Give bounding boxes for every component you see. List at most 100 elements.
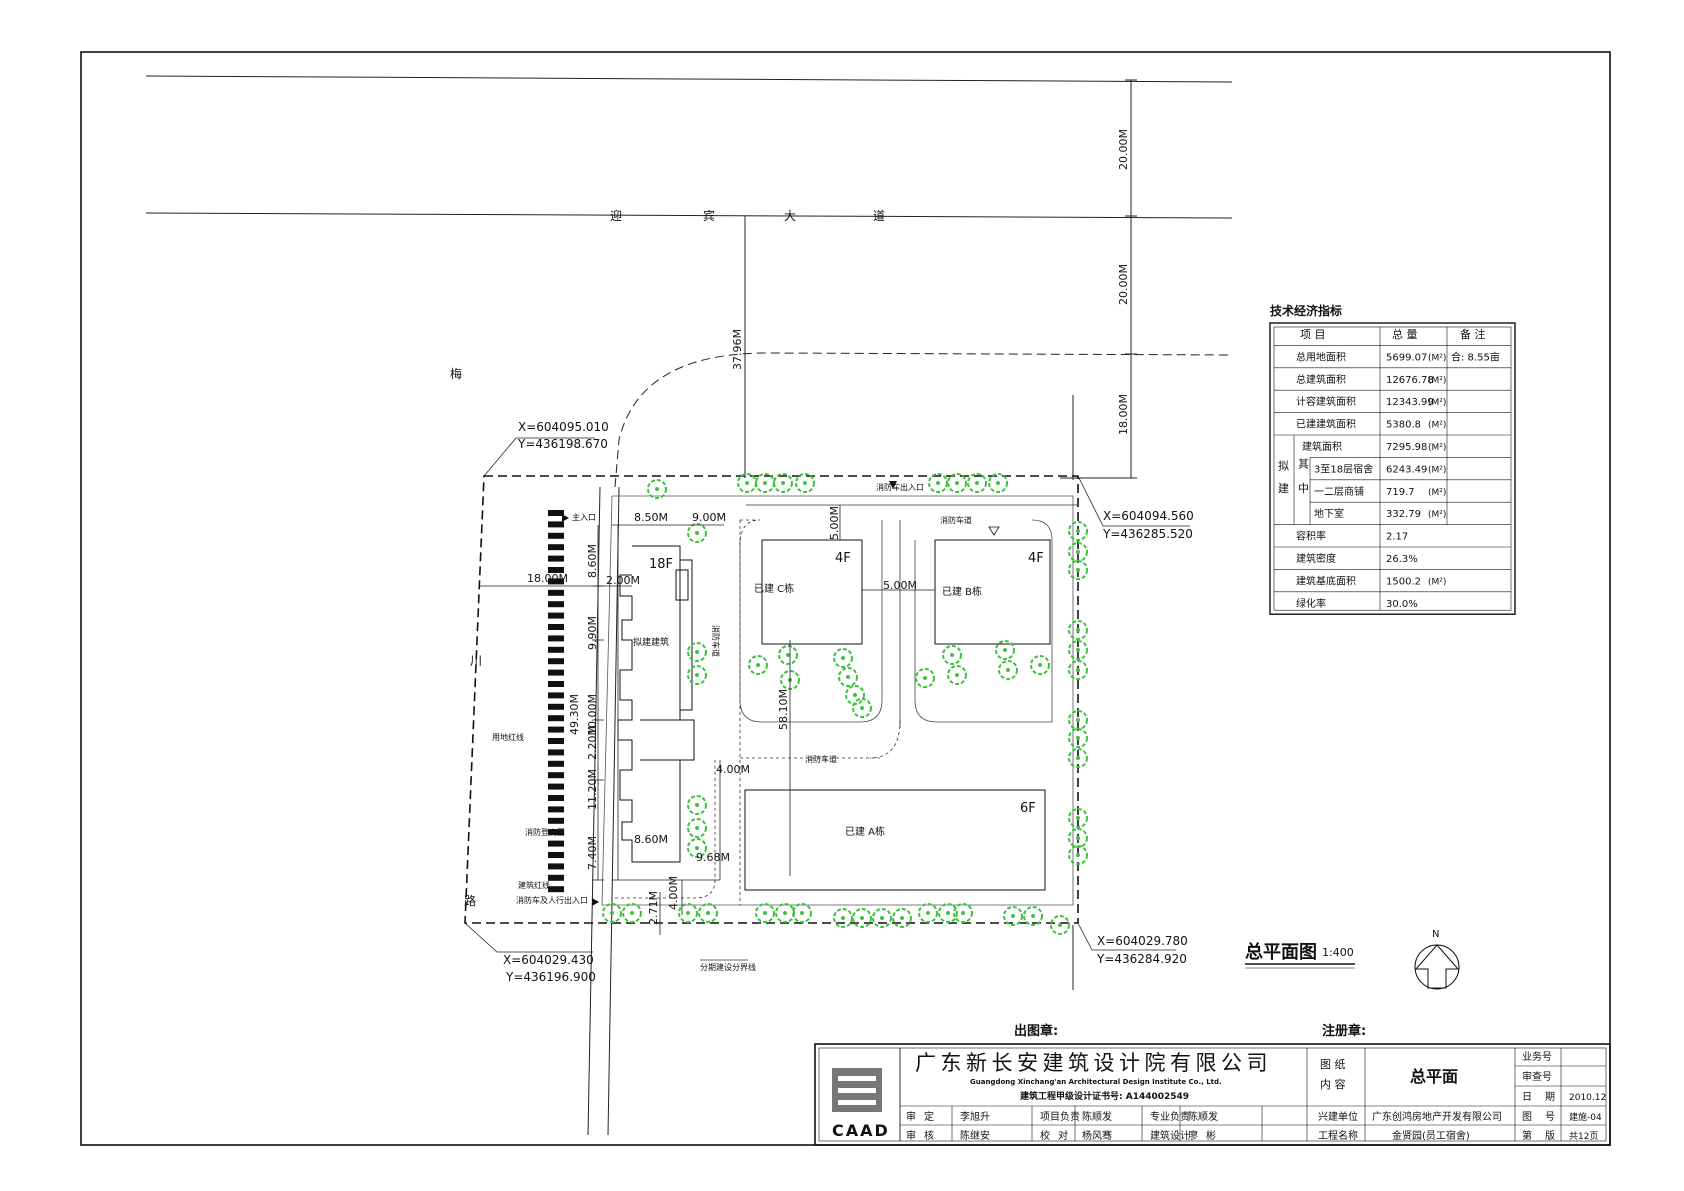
- indicator-group: 中: [1298, 482, 1309, 495]
- svg-text:用地红线: 用地红线: [492, 732, 524, 742]
- svg-text:已建 A栋: 已建 A栋: [845, 825, 885, 838]
- tree-icon: [892, 908, 912, 928]
- sign-row2: 校: [1040, 1129, 1050, 1142]
- indicator-value: 5699.07: [1386, 352, 1427, 363]
- right-label: 审查号: [1522, 1070, 1552, 1083]
- indicator-unit: (M²): [1428, 488, 1446, 498]
- indicator-value: 5380.8: [1386, 420, 1421, 431]
- company-name-en: Guangdong Xinchang'an Architectural Desi…: [970, 1078, 1222, 1086]
- svg-text:消防车道: 消防车道: [940, 515, 972, 525]
- svg-text:川: 川: [470, 654, 482, 668]
- sign-row2: 陈继安: [960, 1129, 990, 1142]
- tree-icon: [1023, 906, 1043, 926]
- titleblock-frame: [814, 1043, 1611, 1146]
- svg-text:8.60M: 8.60M: [634, 833, 668, 846]
- coordinate-labels: X=604095.010 Y=436198.670 X=604094.560 Y…: [503, 420, 1194, 984]
- indicator-name: 一二层商铺: [1314, 485, 1364, 498]
- right-label: 版: [1545, 1129, 1555, 1142]
- tree-icon: [748, 655, 768, 675]
- tree-icon: [687, 818, 707, 838]
- indicator-unit: (M²): [1428, 353, 1446, 363]
- indicator-name: 容积率: [1296, 530, 1326, 543]
- sign-row2: 杨风骞: [1082, 1129, 1112, 1142]
- tree-icon: [792, 903, 812, 923]
- dim-18: 18.00M: [1117, 394, 1130, 435]
- svg-text:4.00M: 4.00M: [667, 876, 680, 910]
- tree-icon: [795, 473, 815, 493]
- svg-text:18.00M: 18.00M: [527, 572, 568, 585]
- tree-icon: [998, 660, 1018, 680]
- hatch-bar: [548, 589, 564, 596]
- tree-icon: [918, 903, 938, 923]
- svg-text:4F: 4F: [835, 551, 851, 566]
- hatch-bar: [548, 715, 564, 722]
- tree-icon: [687, 665, 707, 685]
- dimension-labels: 8.50M 9.00M 18.00M 2.00M 8.60M 9.68M 4.0…: [527, 506, 917, 925]
- svg-text:主入口: 主入口: [572, 512, 596, 522]
- tree-icon: [942, 645, 962, 665]
- plan-scale: 1:400: [1322, 946, 1354, 959]
- project-name: 金贤园(员工宿舍): [1392, 1129, 1470, 1142]
- right-label: 第: [1522, 1129, 1532, 1142]
- indicator-unit: (M²): [1428, 376, 1446, 386]
- hatch-bar: [548, 658, 564, 665]
- sign-row2: 对: [1058, 1129, 1068, 1142]
- tree-icon: [622, 903, 642, 923]
- indicator-title: 技术经济指标: [1270, 303, 1342, 318]
- svg-text:宾: 宾: [703, 208, 715, 223]
- hatch-bar: [548, 624, 564, 630]
- dim-20a: 20.00M: [1117, 129, 1130, 170]
- sign-row1: 项目负责: [1040, 1110, 1080, 1123]
- svg-text:迎: 迎: [610, 209, 622, 223]
- svg-text:X=604095.010: X=604095.010: [518, 420, 609, 434]
- tree-icon: [1050, 915, 1070, 935]
- content-label: 内 容: [1320, 1077, 1346, 1091]
- tree-icon: [988, 473, 1008, 493]
- tree-icon: [687, 795, 707, 815]
- svg-text:Y=436196.900: Y=436196.900: [505, 970, 596, 984]
- svg-text:5.00M: 5.00M: [883, 579, 917, 592]
- hatch-bar: [548, 532, 564, 539]
- svg-text:Y=436285.520: Y=436285.520: [1102, 527, 1193, 541]
- hatch-bar: [548, 726, 564, 733]
- entry-arrow-main: [562, 514, 569, 522]
- sign-row2: 建筑设计: [1150, 1129, 1190, 1142]
- indicator-name: 地下室: [1314, 507, 1344, 520]
- svg-text:10.00M: 10.00M: [586, 694, 599, 735]
- indicator-name: 已建建筑面积: [1296, 418, 1356, 431]
- indicator-header: 总 量: [1392, 327, 1418, 341]
- north-arrow-icon: [1414, 944, 1460, 990]
- tree-icon: [833, 908, 853, 928]
- tree-icon: [953, 903, 973, 923]
- svg-text:X=604029.430: X=604029.430: [503, 953, 594, 967]
- svg-text:X=604029.780: X=604029.780: [1097, 934, 1188, 948]
- hatch-bar: [548, 795, 564, 801]
- indicator-unit: (M²): [1428, 443, 1446, 453]
- sign-row2: 审: [906, 1129, 916, 1142]
- tree-icon: [698, 903, 718, 923]
- indicator-value: 30.0%: [1386, 599, 1418, 610]
- svg-text:道: 道: [873, 209, 885, 223]
- hatch-bar: [548, 749, 564, 756]
- svg-text:大: 大: [784, 209, 796, 223]
- indicator-name: 建筑面积: [1302, 440, 1342, 453]
- tree-icon: [833, 648, 853, 668]
- hatch-bar: [548, 567, 564, 573]
- right-value: 共12页: [1569, 1131, 1598, 1142]
- hatch-bar: [548, 772, 564, 779]
- hatch-bar: [548, 806, 564, 813]
- road-name: 迎 宾 大 道 梅 川 路: [450, 208, 885, 908]
- svg-text:已建 B栋: 已建 B栋: [942, 585, 982, 598]
- tree-icon: [928, 473, 948, 493]
- hatch-bar: [548, 760, 564, 767]
- tree-icon: [678, 903, 698, 923]
- hatch-bar: [548, 578, 564, 585]
- indicator-frame: [1269, 322, 1516, 615]
- project-label: 工程名称: [1318, 1129, 1358, 1142]
- hatch-bar: [548, 601, 564, 608]
- hatch-bar: [548, 635, 564, 642]
- svg-text:路: 路: [464, 893, 476, 908]
- tree-icon: [845, 685, 865, 705]
- tree-icon: [1003, 906, 1023, 926]
- indicator-header: 备 注: [1460, 327, 1486, 341]
